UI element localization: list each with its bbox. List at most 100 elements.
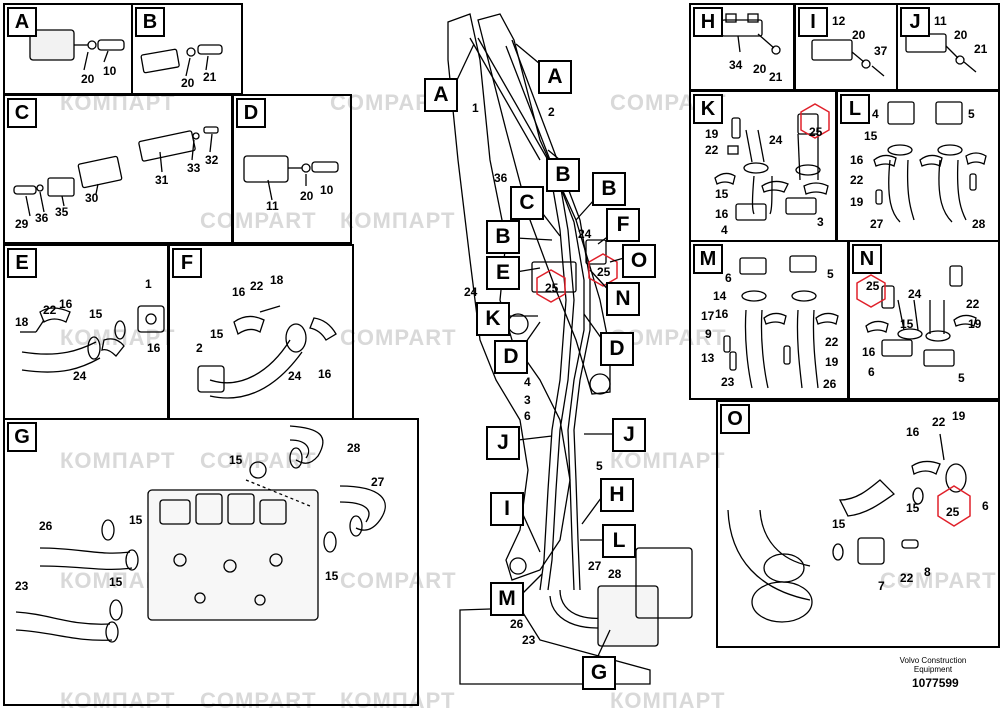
part-number: 22 xyxy=(825,335,839,349)
part-number: 29 xyxy=(15,217,29,231)
part-number: 20 xyxy=(300,189,314,203)
part-number: 25 xyxy=(545,281,559,295)
part-number: 19 xyxy=(705,127,719,141)
part-number: 36 xyxy=(35,211,49,225)
main-callout: I xyxy=(490,492,524,526)
part-number: 22 xyxy=(850,173,864,187)
panel-m: M 6 5 14 16 17 9 13 23 22 19 26 xyxy=(689,240,849,400)
part-number: 35 xyxy=(55,205,69,219)
part-number: 22 xyxy=(250,279,264,293)
part-number: 27 xyxy=(870,217,884,231)
panel-n: N 25 24 22 19 15 16 6 5 xyxy=(848,240,1000,400)
part-number: 1 xyxy=(472,101,479,115)
panel-l: L 4 5 15 16 22 19 27 28 xyxy=(836,90,1000,242)
part-number: 22 xyxy=(705,143,719,157)
panel-k: K 19 22 24 25 15 16 4 3 xyxy=(689,90,837,242)
panel-label: L xyxy=(840,94,870,124)
part-number: 12 xyxy=(832,14,846,28)
part-number: 17 xyxy=(701,309,715,323)
main-callout: O xyxy=(622,244,656,278)
part-number: 23 xyxy=(15,579,29,593)
brand-name: Volvo Construction Equipment xyxy=(888,656,978,674)
part-number: 25 xyxy=(597,265,611,279)
part-number: 5 xyxy=(958,371,965,385)
part-number: 5 xyxy=(827,267,834,281)
main-callout: A xyxy=(424,78,458,112)
part-number: 19 xyxy=(825,355,839,369)
part-number: 23 xyxy=(721,375,735,389)
part-number: 6 xyxy=(524,409,531,423)
panel-label: A xyxy=(7,7,37,37)
part-number: 15 xyxy=(900,317,914,331)
part-number: 30 xyxy=(85,191,99,205)
part-number: 21 xyxy=(974,42,988,56)
main-callout: J xyxy=(486,426,520,460)
part-number: 28 xyxy=(972,217,986,231)
part-number: 36 xyxy=(494,171,508,185)
part-number: 21 xyxy=(769,70,783,84)
panel-label: F xyxy=(172,248,202,278)
main-callout: J xyxy=(612,418,646,452)
main-callout: D xyxy=(494,340,528,374)
main-callout: B xyxy=(592,172,626,206)
panel-f: F 16 22 18 15 2 24 16 xyxy=(168,244,354,420)
part-number: 22 xyxy=(932,415,946,429)
part-number: 15 xyxy=(89,307,103,321)
panel-label: D xyxy=(236,98,266,128)
brand-line: Volvo Construction xyxy=(899,656,967,665)
part-number: 2 xyxy=(196,341,203,355)
panel-d: D 11 20 10 xyxy=(232,94,352,244)
part-number: 3 xyxy=(817,215,824,229)
part-number: 22 xyxy=(966,297,980,311)
part-number: 22 xyxy=(900,571,914,585)
document-id: 1077599 xyxy=(912,676,959,690)
part-number: 16 xyxy=(715,207,729,221)
part-number: 26 xyxy=(510,617,524,631)
part-number: 19 xyxy=(952,409,966,423)
main-callout: K xyxy=(476,302,510,336)
part-number: 31 xyxy=(155,173,169,187)
part-number: 15 xyxy=(832,517,846,531)
part-number: 24 xyxy=(908,287,922,301)
panel-label: C xyxy=(7,98,37,128)
part-number: 18 xyxy=(15,315,29,329)
main-callout: M xyxy=(490,582,524,616)
panel-c: C 29 36 35 30 31 33 32 xyxy=(3,94,233,244)
part-number: 21 xyxy=(203,70,217,84)
panel-a: A 20 10 xyxy=(3,3,133,95)
main-callout: D xyxy=(600,332,634,366)
part-number: 6 xyxy=(725,271,732,285)
part-number: 5 xyxy=(596,459,603,473)
part-number: 24 xyxy=(288,369,302,383)
part-number: 15 xyxy=(864,129,878,143)
part-number: 6 xyxy=(982,499,989,513)
part-number: 19 xyxy=(968,317,982,331)
part-number: 2 xyxy=(548,105,555,119)
part-number: 3 xyxy=(524,393,531,407)
part-number: 27 xyxy=(588,559,602,573)
panel-h: H 34 20 21 xyxy=(689,3,795,91)
part-number: 28 xyxy=(347,441,361,455)
part-number: 15 xyxy=(129,513,143,527)
part-number: 15 xyxy=(906,501,920,515)
part-number: 15 xyxy=(325,569,339,583)
part-number: 27 xyxy=(371,475,385,489)
main-callout: F xyxy=(606,208,640,242)
part-number: 25 xyxy=(866,279,880,293)
part-number: 6 xyxy=(868,365,875,379)
panel-label: O xyxy=(720,404,750,434)
part-number: 19 xyxy=(850,195,864,209)
panel-label: I xyxy=(798,7,828,37)
part-number: 25 xyxy=(946,505,960,519)
part-number: 15 xyxy=(210,327,224,341)
part-number: 20 xyxy=(81,72,95,86)
part-number: 1 xyxy=(145,277,152,291)
panel-j: J 11 20 21 xyxy=(896,3,1000,91)
panel-o: O 16 22 19 15 25 6 7 22 8 15 xyxy=(716,400,1000,648)
part-number: 34 xyxy=(729,58,743,72)
part-number: 4 xyxy=(872,107,879,121)
part-number: 9 xyxy=(705,327,712,341)
part-number: 16 xyxy=(862,345,876,359)
part-number: 26 xyxy=(823,377,837,391)
